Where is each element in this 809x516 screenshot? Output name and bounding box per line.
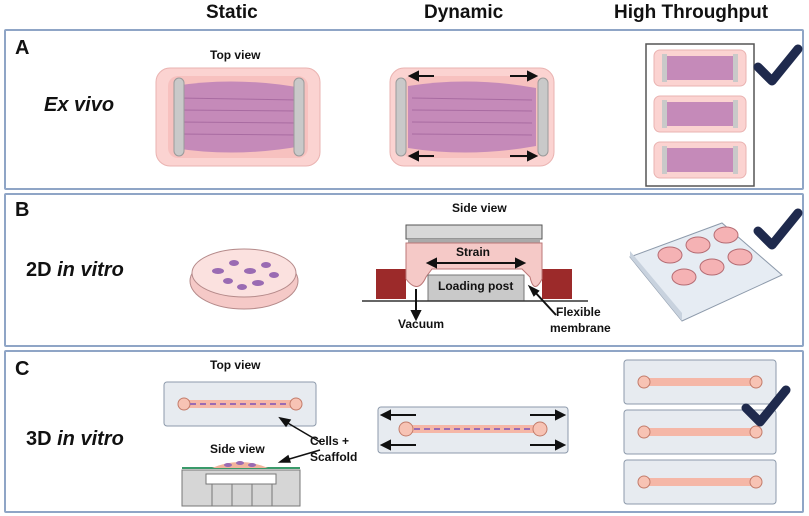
3d-static-top-view	[163, 381, 317, 427]
cells-label-2: Scaffold	[310, 450, 358, 464]
3d-dynamic-view	[377, 406, 569, 454]
top-view-label-3d: Top view	[210, 358, 261, 372]
3d-static-side-view	[181, 461, 301, 507]
panel-letter-c: C	[15, 358, 30, 380]
top-view-label: Top view	[210, 48, 261, 62]
row-label-3d-in-vitro: 3D in vitro	[26, 428, 124, 450]
petri-dish-icon	[189, 248, 299, 310]
vacuum-label: Vacuum	[398, 317, 445, 331]
column-heading-static: Static	[206, 2, 258, 23]
column-heading-dynamic: Dynamic	[424, 2, 504, 23]
flexible-membrane-label-1: Flexible	[556, 305, 601, 319]
checkmark-icon	[741, 385, 791, 427]
cells-pointer-arrows	[277, 416, 321, 463]
well-plate-icon	[629, 222, 783, 322]
panel-2d-in-vitro: B 2D in vitro Side view Strain Loading p…	[4, 193, 804, 347]
checkmark-icon	[753, 208, 803, 250]
flexcell-side-view	[362, 224, 588, 322]
ex-vivo-dynamic-tissue	[389, 67, 555, 167]
column-heading-high-throughput: High Throughput	[614, 2, 769, 23]
panel-letter-a: A	[15, 37, 30, 59]
ex-vivo-high-throughput-stack	[645, 43, 755, 187]
side-view-label: Side view	[452, 201, 507, 215]
ex-vivo-static-tissue	[155, 67, 321, 167]
strain-label: Strain	[456, 245, 491, 259]
flexible-membrane-label-2: membrane	[550, 321, 611, 335]
side-view-label-3d: Side view	[210, 442, 265, 456]
panel-letter-b: B	[15, 199, 30, 221]
row-label-ex-vivo: Ex vivo	[44, 94, 115, 116]
cells-label-1: Cells +	[310, 434, 350, 448]
panel-ex-vivo: A Ex vivo Top view	[4, 29, 804, 190]
3d-high-throughput-stack	[623, 359, 777, 505]
checkmark-icon	[753, 44, 803, 86]
loading-post-label: Loading post	[438, 279, 514, 293]
panel-3d-in-vitro: C 3D in vitro Top view Side view Cells +…	[4, 350, 804, 513]
row-label-2d-in-vitro: 2D in vitro	[26, 259, 124, 281]
